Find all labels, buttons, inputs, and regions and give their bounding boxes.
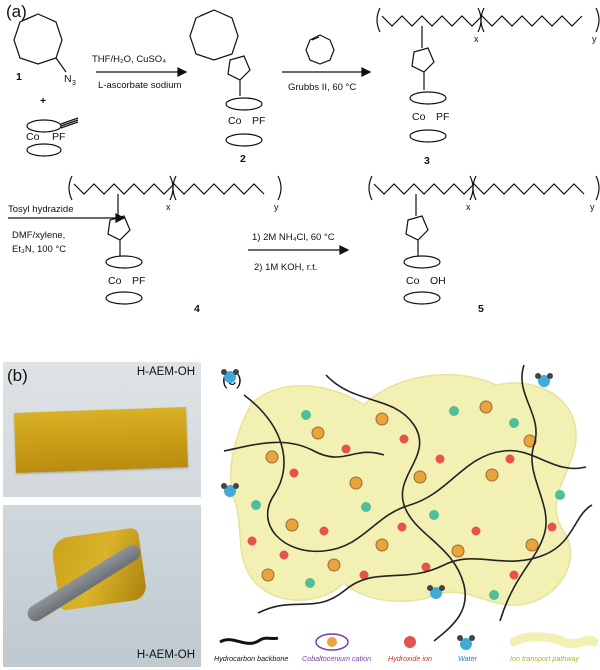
cobalt-2: Co <box>228 115 242 127</box>
morphology-schematic <box>221 364 593 642</box>
legend-hydroxide-label: Hydroxide ion <box>388 654 432 663</box>
photo-bottom-label: H-AEM-OH <box>136 649 195 661</box>
cp-ring-bottom-4 <box>105 291 143 305</box>
sub-x-3: x <box>474 34 479 44</box>
cyclooctene-ring-2 <box>189 9 239 61</box>
step4-line2: 2) 1M KOH, r.t. <box>254 262 317 273</box>
pf6-4: PF <box>132 275 145 287</box>
compound-2-label: 2 <box>240 153 246 165</box>
legend-backbone-symbol <box>219 636 279 645</box>
azide-sub: 3 <box>72 80 76 87</box>
cp-ring-top-5 <box>403 255 441 269</box>
legend-pathway-symbol <box>509 632 598 649</box>
sub-y-3: y <box>592 34 597 44</box>
legend-pathway-label: Ion transport pathway <box>510 654 580 663</box>
legend-symbols <box>219 632 598 651</box>
cp-ring-top-2 <box>225 97 263 111</box>
sub-x-4: x <box>166 202 171 212</box>
step1-line1: THF/H₂O, CuSO₄ <box>92 54 166 65</box>
cp-ring-bottom-a <box>26 143 62 157</box>
cobalt-4: Co <box>108 275 122 287</box>
hydroxide-5: OH <box>430 275 446 287</box>
legend-cation-symbol <box>315 633 349 651</box>
step3-line1: Tosyl hydrazide <box>8 204 73 215</box>
legend-water-symbol <box>457 635 475 650</box>
cp-ring-bottom-5 <box>403 291 441 305</box>
polymer-backbone-4 <box>73 183 265 195</box>
compound-5-label: 5 <box>478 303 484 315</box>
membrane-film-flat <box>14 407 188 473</box>
polymer-backbone-3 <box>381 15 583 27</box>
sub-x-5: x <box>466 202 471 212</box>
cp-ring-bottom-2 <box>225 133 263 147</box>
triazole-ring-2 <box>227 55 251 81</box>
photo-bent-membrane: H-AEM-OH <box>3 505 201 667</box>
azide-n: N <box>64 73 72 85</box>
step3-line3: Et₃N, 100 °C <box>12 244 66 255</box>
cobaltocenium-cations <box>261 400 539 582</box>
reaction-scheme: 1 + N 3 Co PF THF/H₂O, CuSO₄ L-ascorbate… <box>8 7 600 315</box>
compound-3-label: 3 <box>424 155 430 167</box>
photo-flat-membrane: (b) H-AEM-OH <box>3 362 201 497</box>
cp-ring-bottom-3 <box>409 129 447 143</box>
sub-y-4: y <box>274 202 279 212</box>
step3-line2: DMF/xylene, <box>12 230 65 241</box>
hydrocarbon-backbone <box>223 364 593 642</box>
pf6-3: PF <box>436 111 449 123</box>
step1-line2: L-ascorbate sodium <box>98 80 182 91</box>
cobalt-3: Co <box>412 111 426 123</box>
cyclooctene-monomer <box>305 34 335 65</box>
cp-ring-top-3 <box>409 91 447 105</box>
panel-a-label: (a) <box>6 2 27 21</box>
legend-backbone-label: Hydrocarbon backbone <box>214 654 289 663</box>
cobalt-a: Co <box>26 131 40 143</box>
pf6-a: PF <box>52 131 65 143</box>
water-outside <box>221 369 553 599</box>
legend: Hydrocarbon backbone Cobaltocenium catio… <box>214 632 598 668</box>
compound-1-label: 1 <box>16 71 22 83</box>
plus-sign: + <box>40 95 46 107</box>
triazole-ring-5 <box>405 215 429 241</box>
cyclooctene-ring-1 <box>13 13 63 65</box>
photo-top-label: H-AEM-OH <box>136 366 195 378</box>
step4-line1: 1) 2M NH₄Cl, 60 °C <box>252 232 335 243</box>
triazole-ring-3 <box>411 47 435 73</box>
pf6-2: PF <box>252 115 265 127</box>
hydroxide-ions <box>247 434 557 580</box>
triazole-ring-4 <box>107 215 131 241</box>
sub-y-5: y <box>590 202 595 212</box>
legend-water-label: Water <box>458 654 478 663</box>
compound-4-label: 4 <box>194 303 200 315</box>
cp-ring-top-4 <box>105 255 143 269</box>
water-inside <box>251 406 565 600</box>
step2: Grubbs II, 60 °C <box>288 82 356 93</box>
panel-b-label: (b) <box>7 366 28 385</box>
cobalt-5: Co <box>406 275 420 287</box>
legend-hydroxide-symbol <box>404 636 416 648</box>
polymer-backbone-5 <box>373 183 585 195</box>
legend-cation-label: Cobaltocenium cation <box>302 654 372 663</box>
